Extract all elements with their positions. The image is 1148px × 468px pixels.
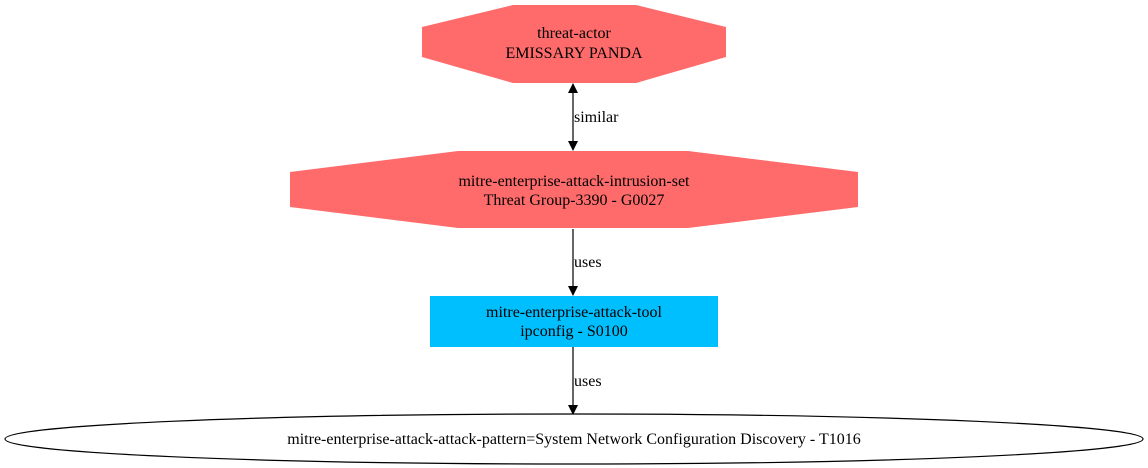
tool-name-label: ipconfig - S0100 (520, 323, 628, 340)
tool-type-label: mitre-enterprise-attack-tool (486, 304, 662, 321)
node-attack-pattern[interactable]: mitre-enterprise-attack-attack-pattern=S… (4, 413, 1144, 465)
edge-similar: similar (568, 83, 619, 151)
attack-pattern-label: mitre-enterprise-attack-attack-pattern=S… (287, 431, 860, 448)
threat-actor-name-label: EMISSARY PANDA (505, 45, 643, 62)
threat-actor-type-label: threat-actor (537, 25, 611, 42)
tool-box (430, 296, 718, 347)
edge-uses-tool-label: uses (574, 254, 602, 271)
edge-uses-attack-pattern: uses (568, 347, 602, 415)
edge-similar-label: similar (574, 109, 619, 126)
edge-uses-tool: uses (568, 229, 602, 296)
edge-uses-attack-pattern-label: uses (574, 373, 602, 390)
intrusion-set-octagon (290, 151, 858, 228)
threat-actor-octagon (422, 5, 726, 83)
intrusion-set-type-label: mitre-enterprise-attack-intrusion-set (458, 173, 690, 190)
node-tool[interactable]: mitre-enterprise-attack-tool ipconfig - … (430, 296, 718, 347)
intrusion-set-name-label: Threat Group-3390 - G0027 (484, 192, 665, 209)
attack-pattern-ellipse (4, 413, 1144, 465)
node-intrusion-set[interactable]: mitre-enterprise-attack-intrusion-set Th… (290, 151, 858, 228)
node-threat-actor[interactable]: threat-actor EMISSARY PANDA (422, 5, 726, 83)
